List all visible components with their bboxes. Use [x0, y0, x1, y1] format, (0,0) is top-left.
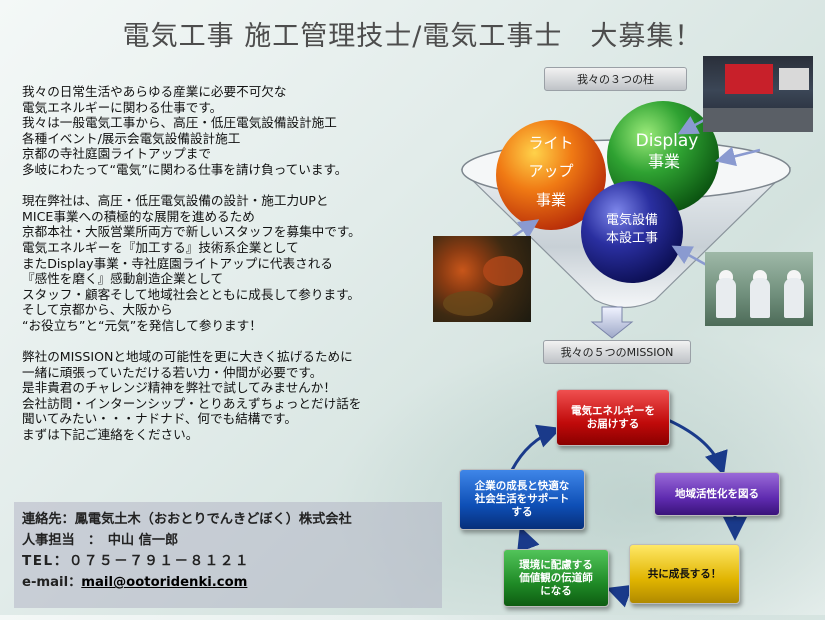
body-line: 是非貴君のチャレンジ精神を弊社で試してみませんか！ [22, 380, 336, 396]
mission-label: 我々の５つのMISSION [543, 340, 691, 364]
body-line: まずは下記ご連絡をください。 [22, 427, 199, 443]
body-line: “お役立ち”と“元気”を発信して参ります！ [22, 317, 262, 333]
booth-sign [725, 64, 773, 94]
contact-person: 人事担当 ： 中山 信一郎 [22, 533, 179, 548]
worker-figure [716, 278, 736, 318]
body-line: 一緒に頑張っていただける若い力・仲間が必要です。 [22, 364, 323, 380]
body-line: 聞いてみたい・・・ナドナド、何でも結構です。 [22, 411, 297, 427]
autumn-ground [443, 291, 493, 316]
recruitment-message: 我々の日常生活やあらゆる産業に必要不可欠な電気エネルギーに関わる仕事です。我々は… [22, 84, 442, 443]
mission-deliver-energy-text: 電気エネルギーを お届けする [571, 404, 655, 430]
contact-box: 連絡先：鳳電気土木（おおとりでんきどぼく）株式会社 人事担当 ： 中山 信一郎 … [14, 502, 442, 608]
pillar-light-line1: ライト [528, 134, 573, 152]
exhibition-booth-photo [703, 56, 813, 132]
pillar-electric-line1: 電気設備 [606, 212, 658, 228]
body-line: 京都の寺社庭園ライトアップまで [22, 146, 211, 162]
body-line: スタッフ・顧客そして地域社会とともに成長して参ります。 [22, 286, 361, 302]
contact-company: 連絡先：鳳電気土木（おおとりでんきどぼく）株式会社 [22, 512, 352, 527]
mission-environment-text: 環境に配慮する 価値観の伝道師 になる [519, 558, 593, 597]
mission-support-society: 企業の成長と快適な 社会生活をサポート する [459, 469, 585, 530]
mission-regional-revitalization: 地域活性化を図る [654, 472, 780, 516]
booth-sign-secondary [779, 68, 809, 90]
contact-email-link[interactable]: mail@ootoridenki.com [81, 575, 248, 590]
pillars-label: 我々の３つの柱 [544, 67, 687, 91]
body-line: そして京都から、大阪から [22, 302, 173, 318]
body-line: 多岐にわたって“電気”に関わる仕事を請け負っています。 [22, 161, 348, 177]
mission-environment: 環境に配慮する 価値観の伝道師 になる [503, 549, 609, 607]
electrical-workers-photo [705, 252, 813, 326]
booth-floor [703, 108, 813, 132]
body-line: 現在弊社は、高圧・低圧電気設備の設計・施工力UPと [22, 193, 329, 209]
body-line: 京都本社・大阪営業所両方で新しいスタッフを募集中です。 [22, 224, 361, 240]
contact-tel: TEL：０７５－７９１－８１２１ [22, 553, 250, 569]
pillar-light-line3: 事業 [536, 191, 566, 209]
cycle-arrow-1 [667, 418, 728, 476]
worker-figure [784, 278, 804, 318]
body-line: MICE事業への積極的な展開を進めるため [22, 208, 255, 224]
mission-regional-revitalization-text: 地域活性化を図る [675, 487, 759, 500]
body-line: 電気エネルギーに関わる仕事です。 [22, 99, 223, 115]
worker-figure [750, 278, 770, 318]
pillar-light-up-ball [496, 120, 606, 230]
pillar-display-line1: Display [636, 131, 699, 151]
mission-grow-together-text: 共に成長する！ [647, 567, 722, 580]
body-line: 電気エネルギーを『加工する』技術系企業として [22, 239, 299, 255]
contact-email-label: e-mail： [22, 575, 82, 590]
pillar-light-line2: アップ [528, 162, 573, 180]
down-arrow-icon [590, 306, 634, 339]
body-line: 弊社のMISSIONと地域の可能性を更に大きく拡げるために [22, 349, 353, 365]
worker-helmet [787, 270, 801, 280]
autumn-foliage [483, 256, 523, 286]
body-line: 我々は一般電気工事から、高圧・低圧電気設備設計施工 [22, 115, 337, 131]
pillar-electric-ball [581, 181, 683, 283]
mission-deliver-energy: 電気エネルギーを お届けする [556, 389, 670, 446]
cycle-arrow-4 [517, 526, 540, 554]
cycle-arrow-5 [510, 424, 562, 471]
contact-email-row: e-mail：mail@ootoridenki.com [22, 571, 247, 590]
body-line: 『感性を磨く』感動創造企業として [22, 271, 224, 287]
body-line: 会社訪問・インターンシップ・とりあえずちょっとだけ話を [22, 395, 362, 411]
body-line: 我々の日常生活やあらゆる産業に必要不可欠な [22, 84, 287, 99]
worker-helmet [719, 270, 733, 280]
mission-support-society-text: 企業の成長と快適な 社会生活をサポート する [474, 480, 570, 518]
mission-grow-together: 共に成長する！ [629, 544, 740, 604]
worker-helmet [753, 270, 767, 280]
pillar-display-line2: 事業 [648, 152, 680, 171]
page-title: 電気工事 施工管理技士/電気工事士 大募集！ [122, 21, 703, 52]
body-line: またDisplay事業・寺社庭園ライトアップに代表される [22, 255, 333, 271]
arrow-display-side [715, 146, 761, 167]
temple-lightup-photo [433, 236, 531, 322]
body-line: 各種イベント/展示会電気設備設計施工 [22, 130, 241, 146]
pillar-electric-line2: 本設工事 [606, 230, 658, 246]
